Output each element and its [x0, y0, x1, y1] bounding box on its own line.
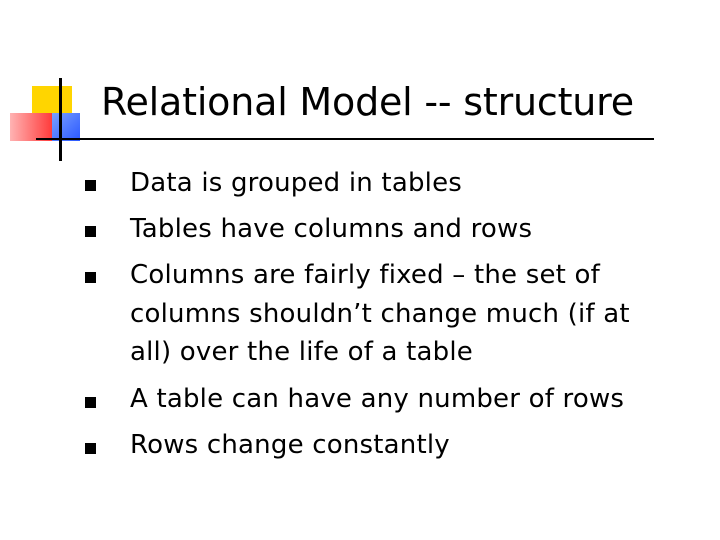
bullet-line: Tables have columns and rows [130, 214, 533, 244]
square-bullet-icon [85, 180, 96, 191]
bullet-line: Columns are fairly fixed – the set of [130, 260, 600, 290]
square-bullet-icon [85, 272, 96, 283]
bullet-line: columns shouldn’t change much (if at [130, 299, 630, 329]
square-bullet-icon [85, 226, 96, 237]
logo-red-square [10, 113, 52, 141]
square-bullet-icon [85, 397, 96, 408]
bullet-line: Data is grouped in tables [130, 168, 463, 198]
logo-blue-square [52, 113, 80, 141]
bullet-line: all) over the life of a table [130, 337, 474, 367]
bullet-line: A table can have any number of rows [130, 384, 625, 414]
square-bullet-icon [85, 443, 96, 454]
title-underline [36, 138, 654, 140]
bullet-line: Rows change constantly [130, 430, 450, 460]
slide-title: Relational Model -- structure [101, 80, 634, 124]
logo-vertical-line [59, 78, 62, 161]
